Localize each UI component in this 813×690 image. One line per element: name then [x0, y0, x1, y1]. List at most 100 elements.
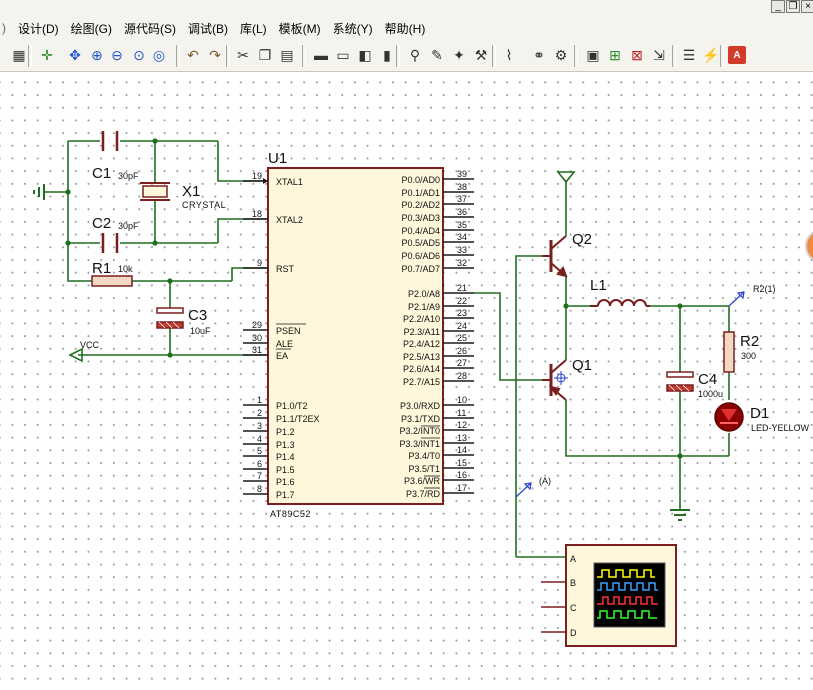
close-button[interactable]: ×	[801, 0, 813, 13]
toolbar-separator	[226, 45, 230, 67]
led-d1[interactable]	[714, 402, 744, 432]
menu-help[interactable]: 帮助(H)	[384, 21, 426, 36]
mcu-pin-label: P0.3/AD3	[401, 213, 440, 223]
mcu-pin-label: P1.1/T2EX	[276, 414, 320, 424]
zoom-area-button[interactable]: ◎	[150, 46, 168, 64]
transistor-q2[interactable]	[542, 235, 568, 278]
cut-icon: ✂	[237, 46, 249, 63]
mcu-pin-number: 23	[457, 308, 467, 318]
pin-arrow	[263, 178, 268, 184]
capacitor-c1[interactable]	[101, 131, 119, 151]
menu-graph[interactable]: 绘图(G)	[70, 21, 112, 36]
goto-sheet-icon: ⇲	[653, 46, 665, 63]
c4-ref: C4	[698, 371, 717, 388]
x1-value: CRYSTAL	[182, 200, 226, 210]
menu-bar: ) 设计(D) 绘图(G) 源代码(S) 调试(B) 库(L) 模板(M) 系统…	[0, 15, 813, 42]
mcu-pin-label: P0.5/AD5	[401, 238, 440, 248]
mcu-pin-number: 1	[257, 395, 262, 405]
property-tool-icon: ⚙	[554, 46, 568, 63]
decompose-button[interactable]: ✦	[450, 46, 468, 64]
mcu-pin-label: P0.4/AD4	[401, 226, 440, 236]
toolbar-separator	[176, 45, 180, 67]
menu-source[interactable]: 源代码(S)	[124, 21, 176, 36]
block-copy-button[interactable]: ▬	[312, 46, 330, 64]
property-tool-button[interactable]: ⚙	[552, 46, 570, 64]
wire-autorouter-button[interactable]: ⌇	[500, 46, 518, 64]
goto-sheet-button[interactable]: ⇲	[650, 46, 668, 64]
cut-button[interactable]: ✂	[234, 46, 252, 64]
zoom-out-button[interactable]: ⊖	[108, 46, 126, 64]
menu-library[interactable]: 库(L)	[240, 21, 267, 36]
mcu-pin-label: P3.7/RD	[406, 489, 441, 499]
pick-device-icon: ⚲	[409, 46, 421, 63]
voltage-probe-a[interactable]	[515, 482, 532, 498]
menu-system[interactable]: 系统(Y)	[332, 21, 373, 36]
add-sheet-button[interactable]: ⊞	[606, 46, 624, 64]
crystal-x1[interactable]	[140, 182, 170, 201]
scope-channel-c: C	[570, 603, 577, 613]
mcu-body[interactable]	[267, 167, 444, 505]
mcu-pin-label: P3.0/RXD	[400, 401, 441, 411]
mcu-pin-number: 21	[457, 283, 467, 293]
capacitor-c2[interactable]	[101, 233, 119, 253]
mcu-pin-label: P3.2/INT0	[399, 426, 440, 436]
menu-template[interactable]: 模板(M)	[278, 21, 321, 36]
schematic-canvas[interactable]: C1 30pF C2 30pF X1 CRYSTAL R1 10k C3 10u…	[0, 72, 813, 685]
voltage-probe-r2[interactable]	[728, 291, 745, 307]
search-tag-icon: ⚭	[533, 46, 545, 63]
search-tag-button[interactable]: ⚭	[530, 46, 548, 64]
mcu-right-pins: 39P0.0/AD038P0.1/AD137P0.2/AD236P0.3/AD3…	[399, 169, 474, 499]
inductor-l1[interactable]	[590, 299, 650, 307]
block-rotate-button[interactable]: ◧	[356, 46, 374, 64]
zoom-in-button[interactable]: ⊕	[88, 46, 106, 64]
mcu-pin-number: 26	[457, 346, 467, 356]
packaging-tool-icon: ⚒	[474, 46, 488, 63]
block-delete-button[interactable]: ▮	[378, 46, 396, 64]
toolbar-separator	[672, 45, 676, 67]
menu-design[interactable]: 设计(D)	[18, 21, 59, 36]
minimize-button[interactable]: _	[771, 0, 785, 13]
c1-ref: C1	[92, 165, 111, 182]
redo-button[interactable]: ↷	[206, 46, 224, 64]
resistor-r1[interactable]	[91, 275, 133, 287]
ares-button[interactable]: A	[728, 46, 746, 64]
block-move-button[interactable]: ▭	[334, 46, 352, 64]
mcu-pin-number: 6	[257, 459, 262, 469]
capacitor-c4[interactable]	[666, 371, 694, 392]
paste-button[interactable]: ▤	[278, 46, 296, 64]
origin-button[interactable]: ✛	[38, 46, 56, 64]
remove-sheet-button[interactable]: ⊠	[628, 46, 646, 64]
vcc-terminal[interactable]	[68, 347, 83, 363]
make-device-button[interactable]: ✎	[428, 46, 446, 64]
scope-channel-b: B	[570, 578, 576, 588]
new-sheet-button[interactable]: ▣	[584, 46, 602, 64]
undo-button[interactable]: ↶	[184, 46, 202, 64]
mcu-pin-number: 18	[252, 209, 262, 219]
pan-button[interactable]: ✥	[66, 46, 84, 64]
grid-button[interactable]: ▦	[10, 46, 28, 64]
zoom-all-icon: ⊙	[133, 46, 145, 63]
pick-device-button[interactable]: ⚲	[406, 46, 424, 64]
mcu-pin-label: P1.3	[276, 440, 295, 450]
mcu-pin-number: 30	[252, 333, 262, 343]
mcu-pin-label: P3.1/TXD	[401, 414, 441, 424]
mcu-pin-number: 8	[257, 484, 262, 494]
side-tool-bubble[interactable]	[805, 230, 813, 262]
zoom-all-button[interactable]: ⊙	[130, 46, 148, 64]
power-terminal[interactable]	[556, 171, 576, 184]
toolbar-separator	[28, 45, 32, 67]
restore-button[interactable]: ❐	[786, 0, 800, 13]
mcu-pin-label: P2.6/A14	[403, 364, 440, 374]
menu-debug[interactable]: 调试(B)	[188, 21, 228, 36]
bill-of-materials-button[interactable]: ☰	[680, 46, 698, 64]
bill-of-materials-icon: ☰	[682, 46, 696, 63]
resistor-r2[interactable]	[723, 331, 735, 373]
transistor-q1[interactable]	[542, 359, 567, 401]
wire-autorouter-icon: ⌇	[505, 46, 513, 63]
mcu-pin-number: 12	[457, 420, 467, 430]
copy-button[interactable]: ❐	[256, 46, 274, 64]
packaging-tool-button[interactable]: ⚒	[472, 46, 490, 64]
electrical-check-button[interactable]: ⚡	[702, 46, 720, 64]
capacitor-c3[interactable]	[156, 307, 184, 329]
schematic: C1 30pF C2 30pF X1 CRYSTAL R1 10k C3 10u…	[33, 131, 813, 647]
